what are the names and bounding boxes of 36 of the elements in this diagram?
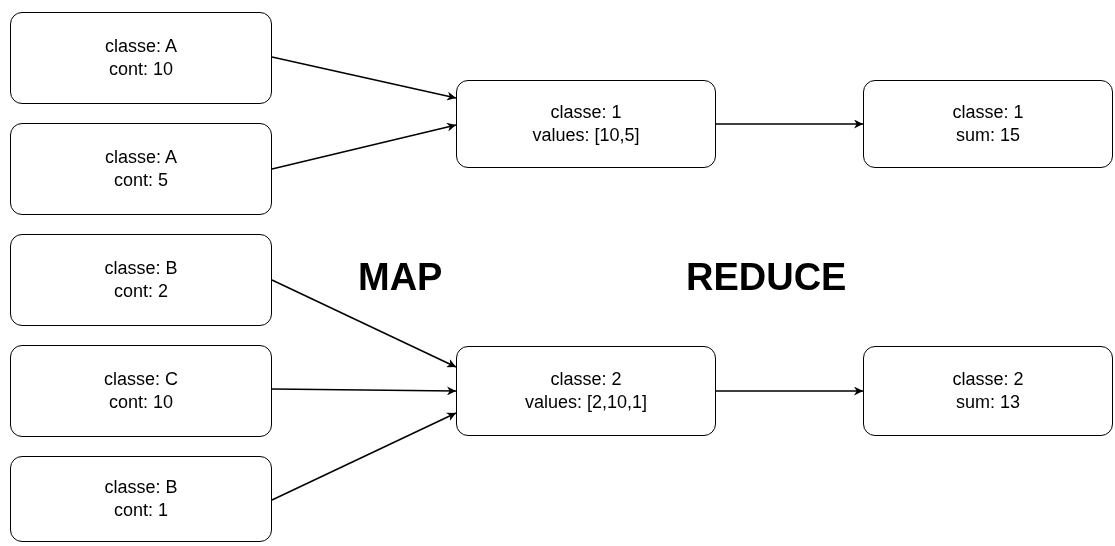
- process-box: [863, 346, 1113, 436]
- arrow: [271, 386, 457, 396]
- box-text: classe: 2: [952, 367, 1024, 391]
- box-text: cont: 5: [113, 169, 168, 192]
- arrow: [271, 279, 457, 368]
- box-text: classe: A: [104, 34, 177, 58]
- process-box: [456, 346, 716, 436]
- arrow: [715, 119, 864, 129]
- process-box: [10, 12, 272, 104]
- process-box: [863, 80, 1113, 168]
- stage-label: MAP: [358, 256, 443, 299]
- box-text: cont: 10: [108, 391, 173, 414]
- box-text: classe: 1: [550, 100, 622, 124]
- arrow: [715, 386, 864, 396]
- box-text: classe: 2: [550, 367, 622, 391]
- box-text: cont: 1: [113, 499, 168, 522]
- box-text: sum: 13: [956, 391, 1020, 414]
- box-text: classe: B: [104, 475, 178, 499]
- box-text: classe: A: [104, 145, 177, 169]
- process-box: [10, 345, 272, 437]
- arrow: [271, 56, 457, 101]
- arrow: [271, 122, 457, 170]
- process-box: [10, 234, 272, 326]
- arrow: [271, 412, 457, 501]
- box-text: sum: 15: [956, 124, 1020, 147]
- process-box: [10, 456, 272, 542]
- box-text: cont: 10: [108, 58, 173, 81]
- stage-label: REDUCE: [686, 256, 847, 299]
- box-text: classe: 1: [952, 100, 1024, 124]
- process-box: [10, 123, 272, 215]
- box-text: values: [2,10,1]: [524, 391, 648, 414]
- process-box: [456, 80, 716, 168]
- box-text: cont: 2: [113, 280, 168, 303]
- box-text: classe: B: [104, 256, 178, 280]
- box-text: values: [10,5]: [532, 124, 640, 147]
- box-text: classe: C: [104, 367, 178, 391]
